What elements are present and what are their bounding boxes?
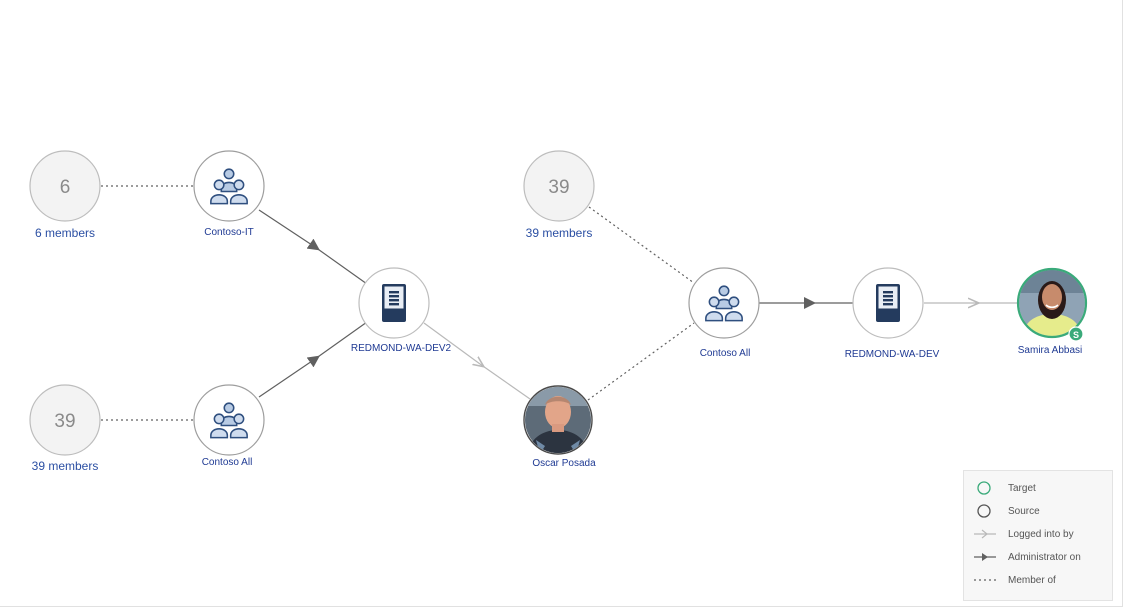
redmond-wa-dev2-label: REDMOND-WA-DEV2 xyxy=(350,343,452,354)
redmond-wa-dev-label: REDMOND-WA-DEV xyxy=(844,349,940,360)
group-count-node[interactable]: 6 xyxy=(29,150,101,222)
svg-text:6: 6 xyxy=(60,177,71,198)
svg-text:39: 39 xyxy=(548,177,569,198)
oscar-posada-node[interactable] xyxy=(523,385,593,455)
group-count-node[interactable]: 39 xyxy=(523,150,595,222)
edge-member-of xyxy=(588,206,695,284)
legend-logged-into-by: Logged into by xyxy=(964,525,1112,543)
edge-admin-on xyxy=(258,321,368,398)
edge-member-of xyxy=(587,322,695,401)
source-icon xyxy=(977,504,991,518)
dotted-line-icon xyxy=(974,579,996,581)
member-count-label[interactable]: 39 members xyxy=(525,226,593,240)
target-icon xyxy=(977,481,991,495)
open-arrow-icon xyxy=(974,529,996,539)
member-count-label[interactable]: 39 members xyxy=(31,459,99,473)
edge-admin-on xyxy=(258,209,368,285)
legend-member-of: Member of xyxy=(964,571,1112,589)
computer-icon xyxy=(876,284,900,322)
samira-abbasi-node[interactable]: S xyxy=(1016,267,1088,342)
legend-target: Target xyxy=(964,479,1112,497)
svg-text:39: 39 xyxy=(54,411,75,432)
legend-label: Administrator on xyxy=(1008,551,1081,563)
edge-logged-into-by xyxy=(423,322,531,400)
redmond-wa-dev-node[interactable] xyxy=(852,267,924,339)
legend-label: Member of xyxy=(1008,574,1056,586)
contoso-it-node[interactable] xyxy=(193,150,265,222)
contoso-all-node[interactable] xyxy=(688,267,760,339)
samira-abbasi-label: Samira Abbasi xyxy=(1017,345,1083,356)
user-avatar xyxy=(1019,270,1085,336)
contoso-all-label: Contoso All xyxy=(201,457,253,468)
legend: Target Source Logged into by Administrat… xyxy=(963,470,1113,601)
sensitive-badge-icon: S xyxy=(1068,326,1084,342)
contoso-it-label: Contoso-IT xyxy=(204,227,254,238)
svg-text:S: S xyxy=(1073,330,1079,340)
oscar-posada-label: Oscar Posada xyxy=(532,458,596,469)
legend-administrator-on: Administrator on xyxy=(964,548,1112,566)
legend-source: Source xyxy=(964,502,1112,520)
contoso-all-label: Contoso All xyxy=(699,348,751,359)
legend-label: Target xyxy=(1008,482,1036,494)
filled-arrow-icon xyxy=(974,553,996,561)
redmond-wa-dev2-node[interactable] xyxy=(358,267,430,339)
computer-icon xyxy=(382,284,406,322)
user-avatar xyxy=(525,387,591,453)
contoso-all-node[interactable] xyxy=(193,384,265,456)
legend-label: Source xyxy=(1008,505,1040,517)
group-count-node[interactable]: 39 xyxy=(29,384,101,456)
member-count-label[interactable]: 6 members xyxy=(34,226,96,240)
legend-label: Logged into by xyxy=(1008,528,1074,540)
